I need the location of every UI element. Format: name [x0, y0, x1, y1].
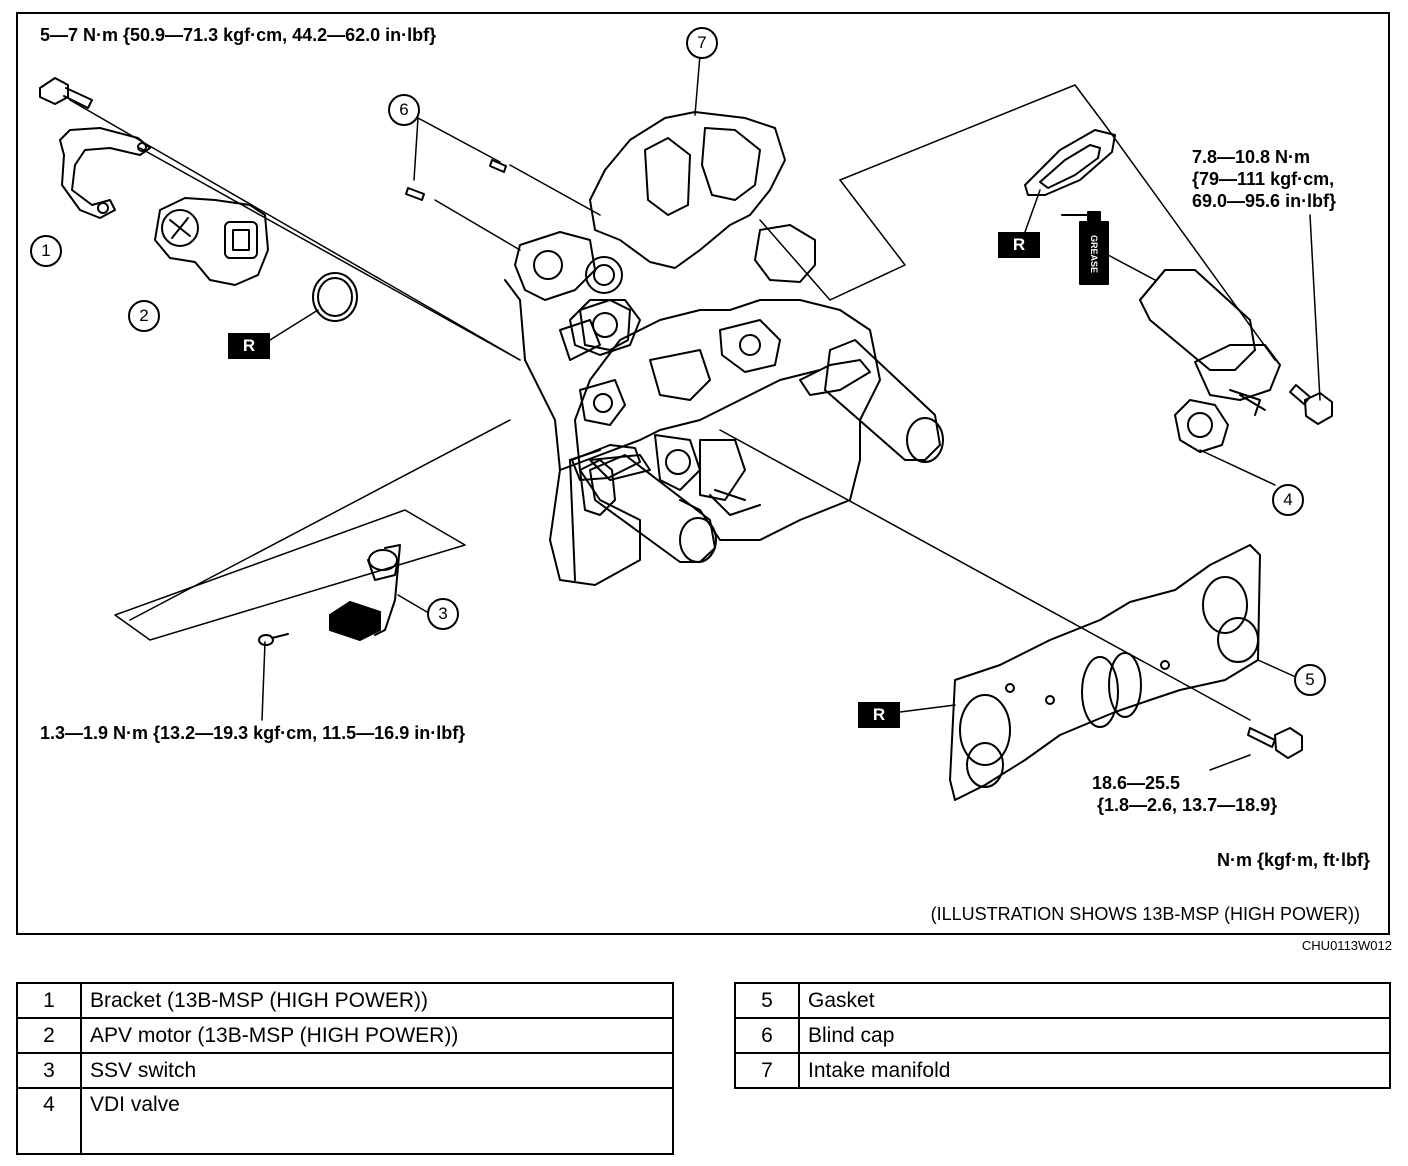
replace-marker-gasket-lower: R	[858, 702, 900, 728]
legend-label: VDI valve	[80, 1087, 674, 1155]
grease-can	[1061, 211, 1156, 285]
torque-spec-right: 7.8—10.8 N·m {79—111 kgf·cm, 69.0—95.6 i…	[1192, 147, 1337, 211]
vdi-valve-part	[1139, 269, 1281, 486]
callout-1: 1	[30, 235, 62, 267]
bolt-top-left	[39, 77, 93, 109]
legend-row: 4 VDI valve	[16, 1087, 674, 1155]
replace-marker-o-ring: R	[228, 333, 270, 359]
legend-row: 5 Gasket	[734, 982, 1391, 1019]
gasket-lower	[899, 544, 1299, 801]
o-ring-part	[269, 272, 358, 341]
legend-number: 3	[16, 1052, 82, 1089]
legend-number: 5	[734, 982, 800, 1019]
intake-tube-lower	[571, 444, 717, 563]
intake-manifold-part	[504, 111, 881, 586]
ssv-switch-part	[329, 544, 428, 641]
gasket-upper	[1024, 129, 1116, 233]
legend-label: SSV switch	[80, 1052, 674, 1089]
bolt-right	[1289, 384, 1333, 425]
figure-code: CHU0113W012	[1301, 938, 1392, 953]
legend-row: 2 APV motor (13B-MSP (HIGH POWER))	[16, 1017, 674, 1054]
replace-marker-gasket-upper: R	[998, 232, 1040, 258]
legend-label: Blind cap	[798, 1017, 1391, 1054]
legend-row: 3 SSV switch	[16, 1052, 674, 1089]
bracket-part	[59, 127, 151, 219]
legend-number: 1	[16, 982, 82, 1019]
legend-number: 2	[16, 1017, 82, 1054]
intake-tube-upper	[799, 339, 944, 463]
legend-label: APV motor (13B-MSP (HIGH POWER))	[80, 1017, 674, 1054]
bolt-lower-right	[1247, 727, 1303, 759]
grease-label: GREASE	[1089, 234, 1099, 273]
manifold-actuator	[569, 299, 641, 356]
diagram-frame	[16, 12, 1390, 935]
callout-5: 5	[1294, 664, 1326, 696]
legend-number: 4	[16, 1087, 82, 1155]
legend-label: Gasket	[798, 982, 1391, 1019]
legend-row: 1 Bracket (13B-MSP (HIGH POWER))	[16, 982, 674, 1019]
torque-spec-top-left: 5—7 N·m {50.9—71.3 kgf·cm, 44.2—62.0 in·…	[40, 25, 437, 45]
legend-number: 7	[734, 1052, 800, 1089]
legend-table-left: 1 Bracket (13B-MSP (HIGH POWER)) 2 APV m…	[16, 982, 674, 1155]
illustration-note: (ILLUSTRATION SHOWS 13B-MSP (HIGH POWER)…	[930, 904, 1360, 924]
legend-label: Bracket (13B-MSP (HIGH POWER))	[80, 982, 674, 1019]
alignment-lines	[69, 54, 1321, 771]
legend-label: Intake manifold	[798, 1052, 1391, 1089]
callout-3: 3	[427, 598, 459, 630]
units-note: N·m {kgf·m, ft·lbf}	[1217, 850, 1370, 870]
torque-spec-bottom-left: 1.3—1.9 N·m {13.2—19.3 kgf·cm, 11.5—16.9…	[40, 723, 466, 743]
callout-2: 2	[128, 300, 160, 332]
screw-small	[258, 633, 289, 646]
blind-cap-parts	[405, 159, 507, 201]
legend-row: 6 Blind cap	[734, 1017, 1391, 1054]
callout-6: 6	[388, 94, 420, 126]
exploded-view-drawing	[39, 54, 1333, 801]
callout-7: 7	[686, 27, 718, 59]
legend-number: 6	[734, 1017, 800, 1054]
legend-table-right: 5 Gasket 6 Blind cap 7 Intake manifold	[734, 982, 1391, 1089]
callout-4: 4	[1272, 484, 1304, 516]
torque-spec-bottom-right: 18.6—25.5 {1.8—2.6, 13.7—18.9}	[1092, 773, 1278, 815]
apv-motor-part	[154, 197, 269, 286]
legend-row: 7 Intake manifold	[734, 1052, 1391, 1089]
